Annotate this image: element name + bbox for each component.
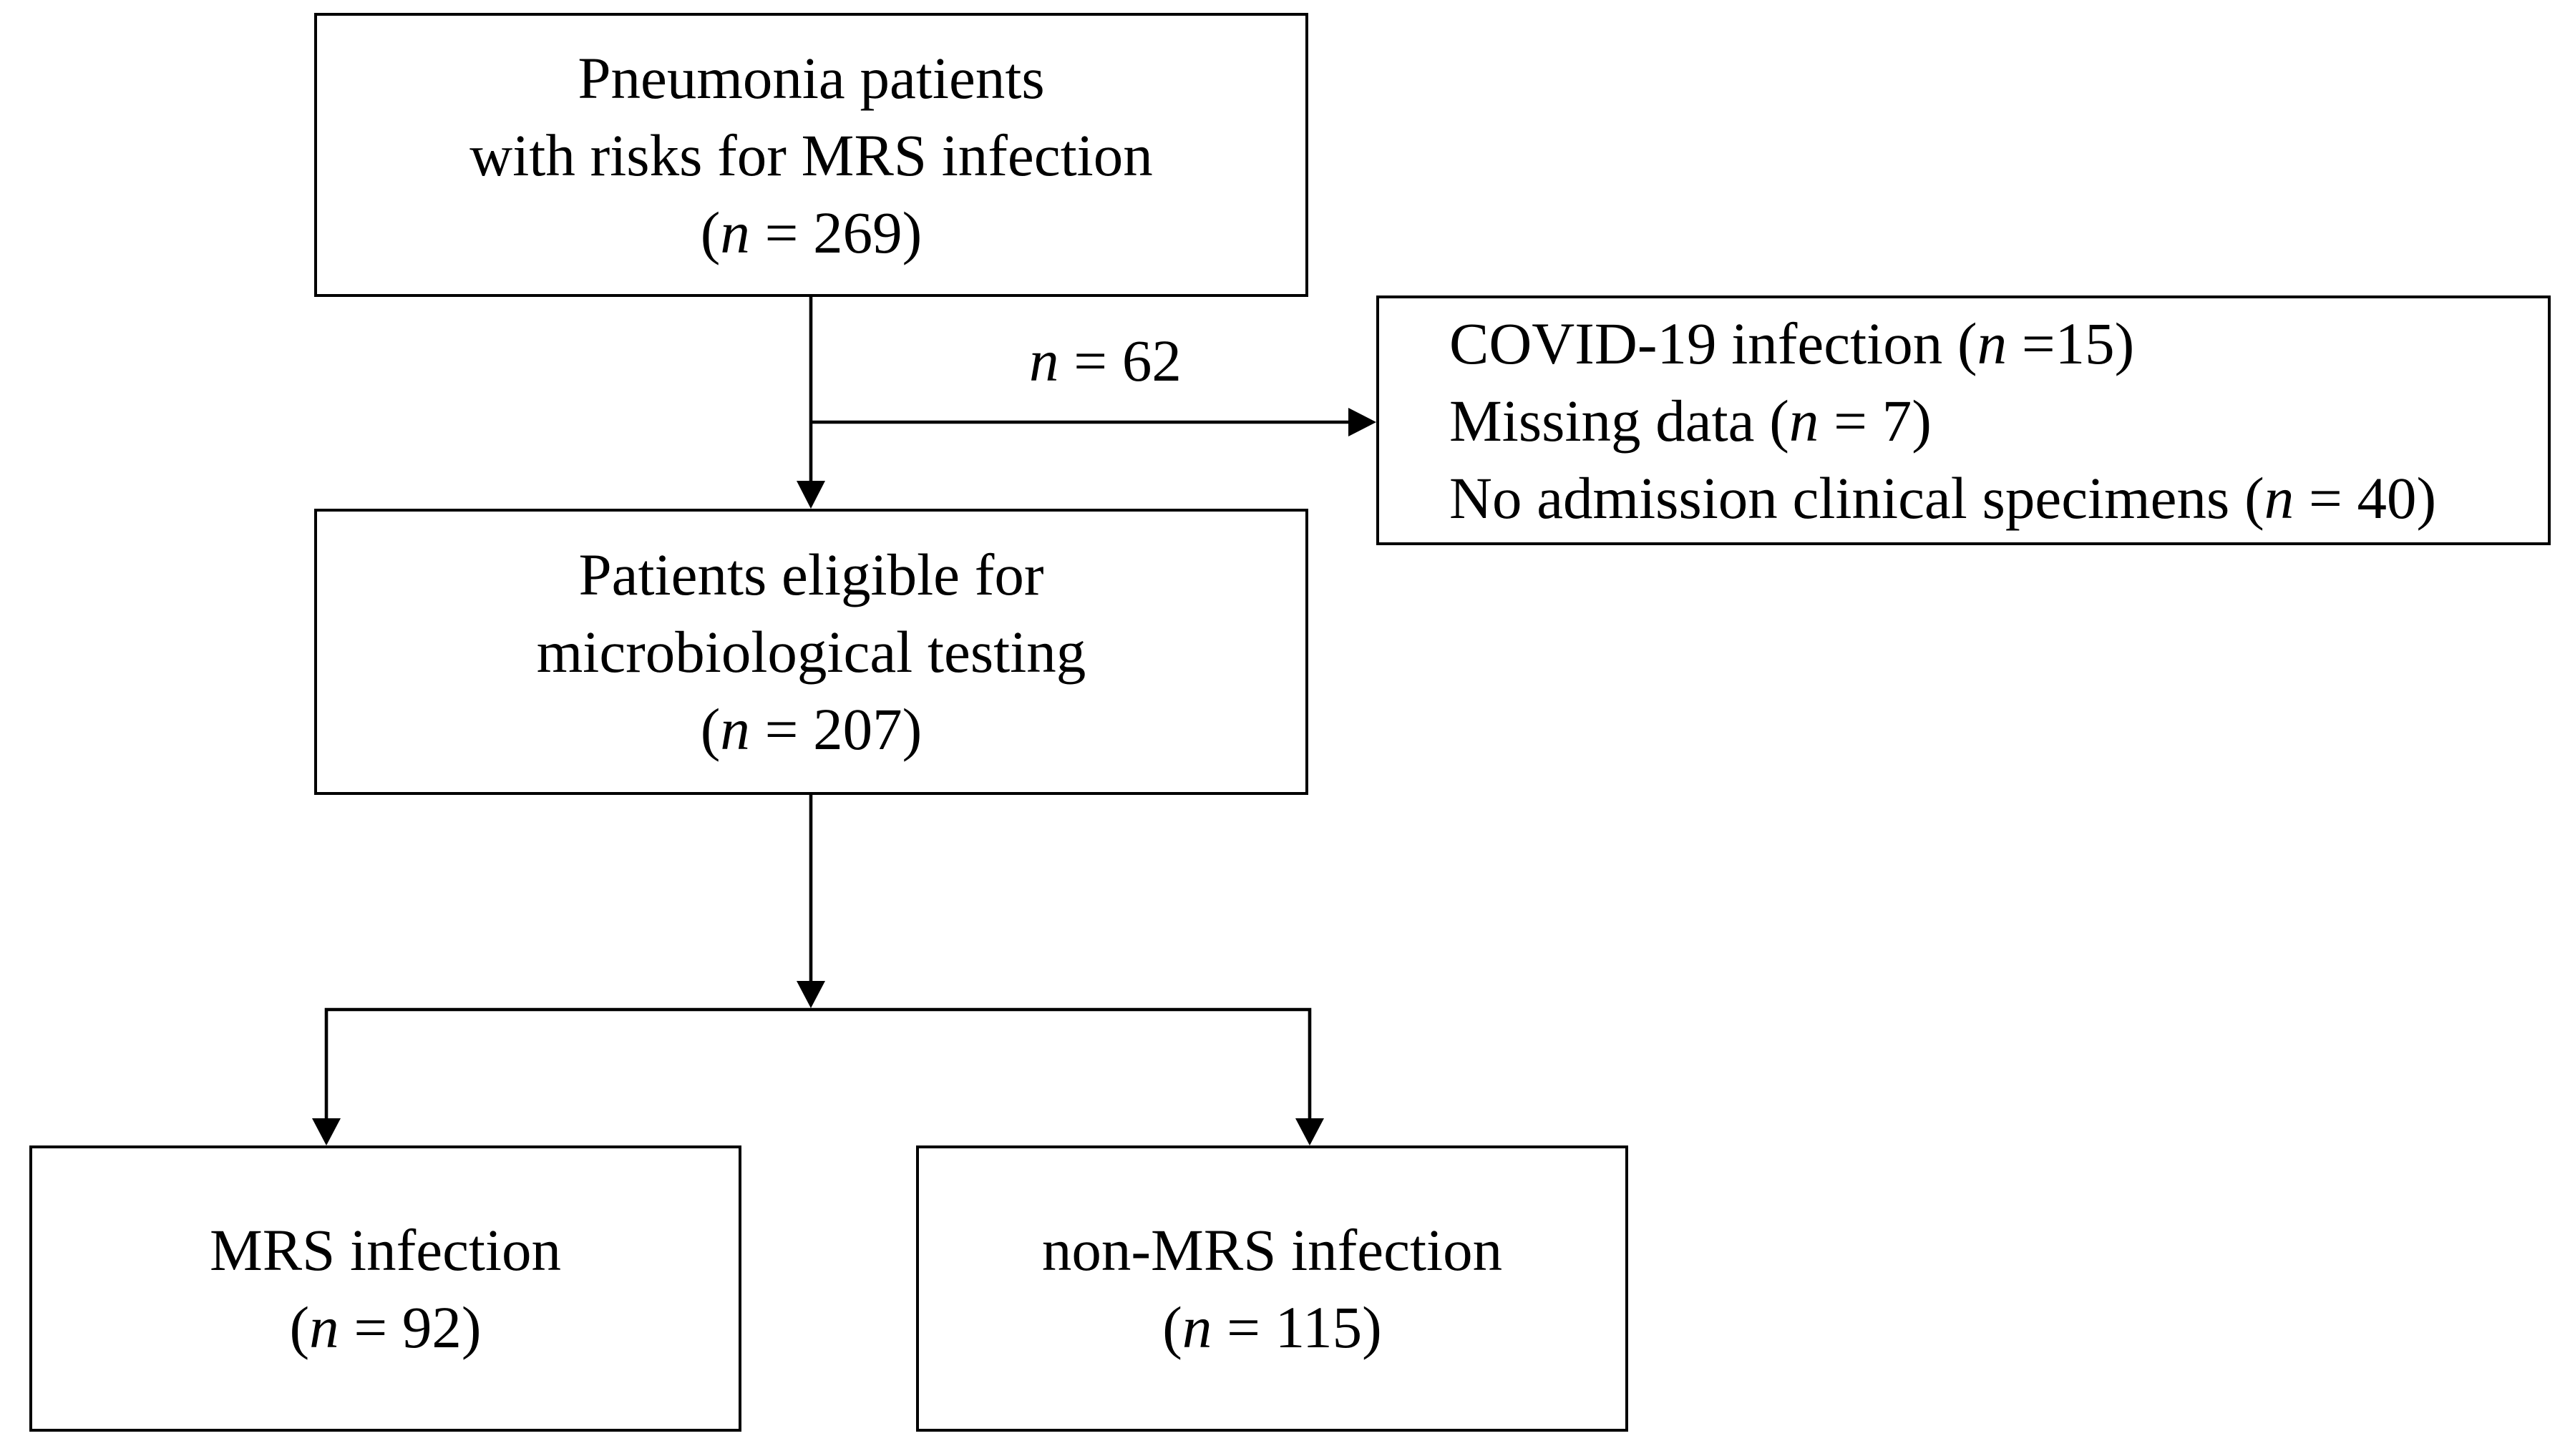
box-count: (n = 269) xyxy=(700,199,923,265)
box-line: microbiological testing xyxy=(536,619,1086,685)
box-excluded: COVID-19 infection (n =15) Missing data … xyxy=(1376,295,2551,545)
box-line: non-MRS infection xyxy=(1041,1217,1503,1283)
box-count: (n = 115) xyxy=(1162,1294,1382,1360)
box-eligible-patients: Patients eligible for microbiological te… xyxy=(314,509,1308,795)
box-line: with risks for MRS infection xyxy=(469,122,1153,188)
n-symbol: n xyxy=(1029,328,1059,394)
excluded-count: =15 xyxy=(2021,310,2115,376)
count-value: 62 xyxy=(1121,328,1182,394)
excluded-item: COVID-19 infection (n =15) xyxy=(1449,310,2135,376)
box-line: Patients eligible for xyxy=(578,542,1044,607)
arrowhead-eligible xyxy=(797,481,825,509)
exclusion-count-label: n = 62 xyxy=(1029,328,1182,394)
count-value: 207 xyxy=(813,696,902,762)
box-pneumonia-patients: Pneumonia patients with risks for MRS in… xyxy=(314,13,1308,297)
excluded-item: Missing data (n = 7) xyxy=(1449,387,1932,454)
n-symbol: n xyxy=(1788,387,1819,454)
n-symbol: n xyxy=(1182,1294,1212,1360)
box-count: (n = 207) xyxy=(700,696,923,762)
excluded-count: = 7 xyxy=(1834,387,1912,454)
arrowhead-non-mrs xyxy=(1295,1118,1324,1145)
split-line xyxy=(324,1007,1312,1121)
excluded-item: No admission clinical specimens (n = 40) xyxy=(1449,464,2437,531)
excluded-label: COVID-19 infection xyxy=(1449,310,1943,376)
excluded-count: = 40 xyxy=(2308,464,2417,531)
box-mrs-infection: MRS infection (n = 92) xyxy=(29,1145,741,1432)
box-count: (n = 92) xyxy=(289,1294,482,1360)
box-non-mrs-infection: non-MRS infection (n = 115) xyxy=(916,1145,1628,1432)
arrowhead-mrs xyxy=(312,1118,341,1145)
excluded-label: Missing data xyxy=(1449,387,1755,454)
n-symbol: n xyxy=(2264,464,2294,531)
n-symbol: n xyxy=(720,199,750,265)
n-symbol: n xyxy=(309,1294,339,1360)
arrowhead-split xyxy=(797,981,825,1008)
count-value: 269 xyxy=(813,199,902,265)
count-value: 92 xyxy=(401,1294,462,1360)
n-symbol: n xyxy=(1977,310,2007,376)
box-line: Pneumonia patients xyxy=(578,44,1045,111)
excluded-label: No admission clinical specimens xyxy=(1449,464,2230,531)
count-value: 115 xyxy=(1275,1294,1363,1360)
box-line: MRS infection xyxy=(209,1217,562,1283)
arrowhead-excluded xyxy=(1348,408,1376,436)
n-symbol: n xyxy=(720,696,750,762)
